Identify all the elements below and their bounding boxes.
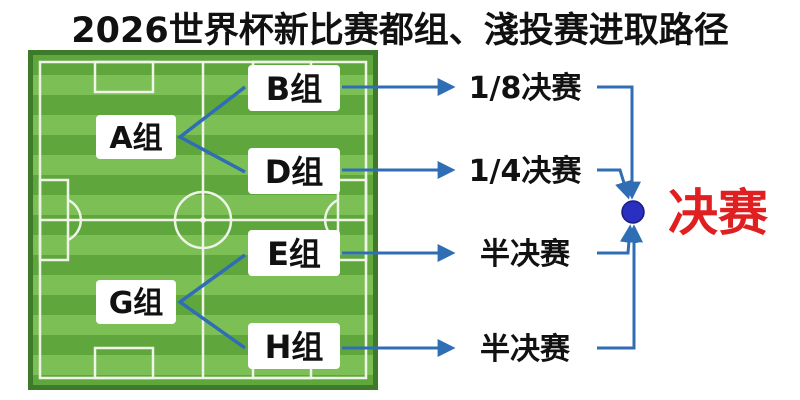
- connector-top: [597, 85, 641, 200]
- group-d-label: D组: [265, 153, 324, 191]
- label-backgrounds: [96, 65, 340, 369]
- stage-quarter-label: 1/4决赛: [469, 154, 583, 189]
- group-a-label: A组: [109, 121, 162, 156]
- stage-semi2-label: 半决赛: [480, 332, 571, 367]
- group-b-label: B组: [266, 70, 322, 108]
- group-h-label: H组: [265, 328, 324, 366]
- stage-round16-label: 1/8决赛: [469, 71, 583, 106]
- final-connectors: [597, 85, 643, 350]
- group-e-label: E组: [267, 235, 321, 273]
- final-dot: [621, 200, 645, 224]
- stage-arrows: [342, 78, 456, 357]
- branch-g: [176, 253, 247, 350]
- group-g-label: G组: [109, 286, 164, 321]
- stage-semi1-label: 半决赛: [480, 237, 571, 272]
- branch-lines: [176, 85, 247, 350]
- final-label: 决赛: [668, 184, 769, 242]
- page-title: 2026世界杯新比赛都组、淺投赛进取路径: [71, 11, 729, 51]
- connector-semi2: [597, 224, 643, 350]
- connector-semi1: [597, 224, 638, 255]
- branch-a: [176, 85, 247, 174]
- connector-quarter: [597, 168, 633, 200]
